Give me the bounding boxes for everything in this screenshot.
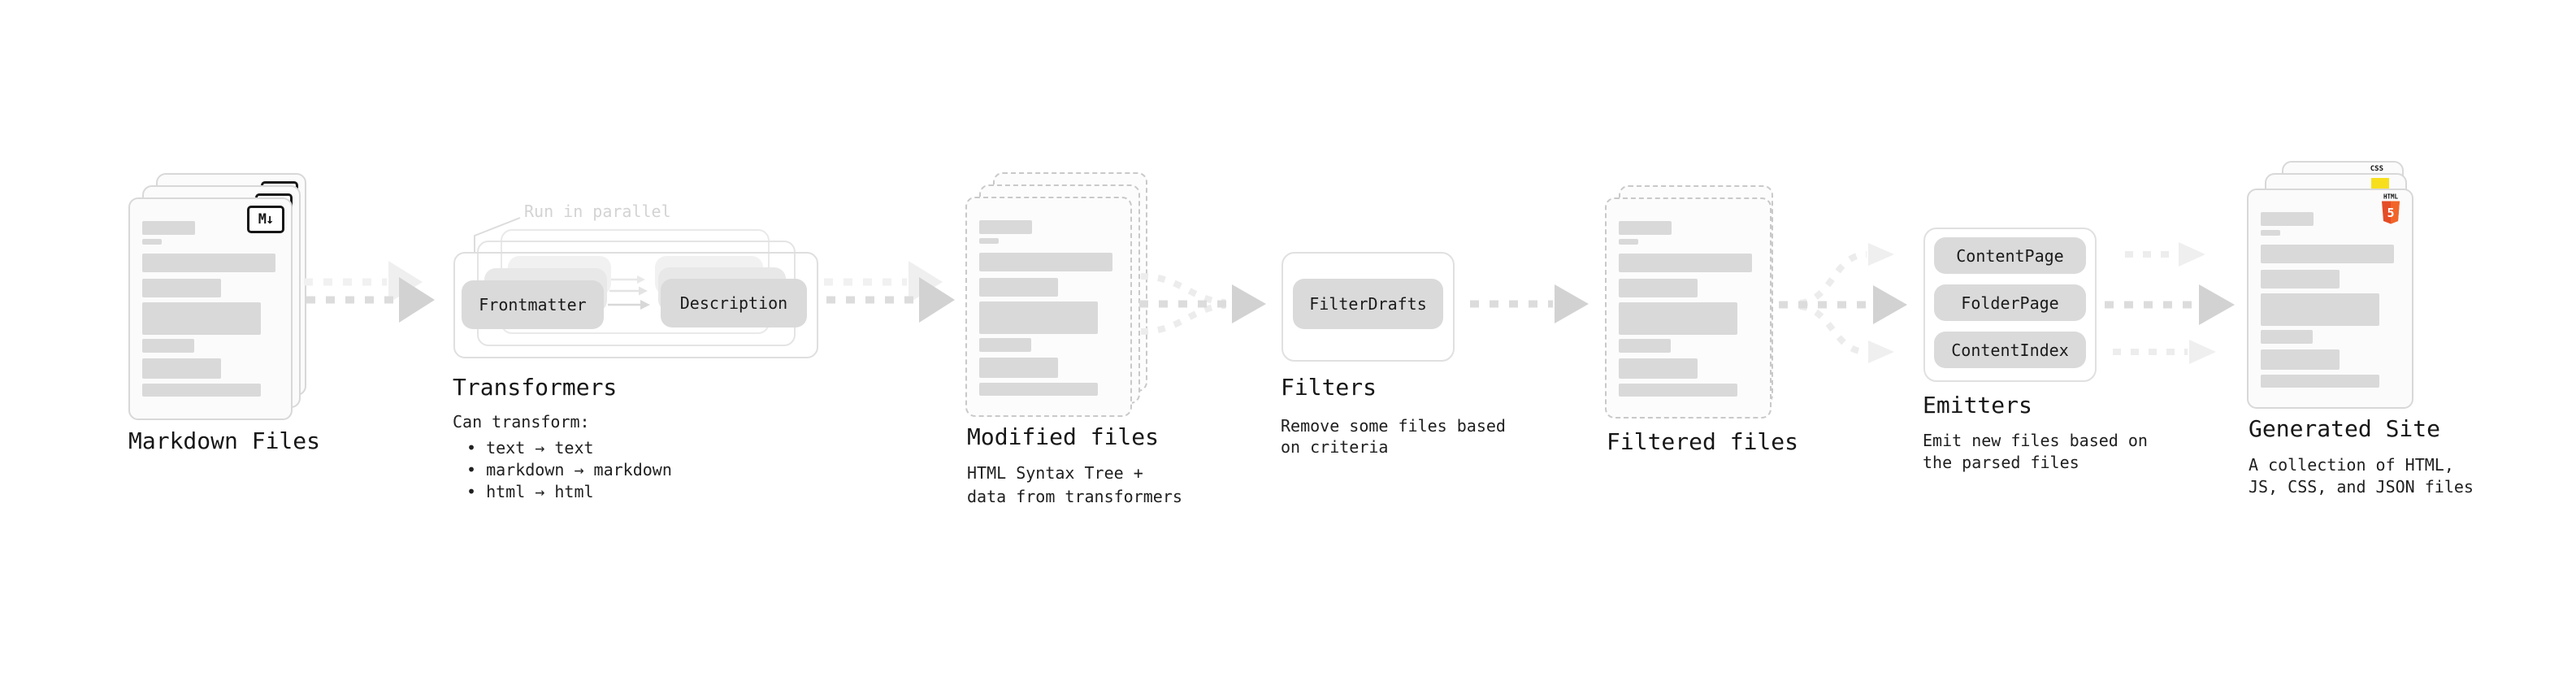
placeholder-content <box>1619 221 1770 417</box>
transform-bullet: • markdown → markdown <box>466 460 672 479</box>
filtered-files-label: Filtered files <box>1607 428 1799 455</box>
placeholder-text-bar <box>1619 358 1698 379</box>
markdown-file-card-front: M↓ <box>128 197 293 420</box>
placeholder-text-bar <box>2261 293 2379 326</box>
placeholder-text-bar <box>979 278 1058 297</box>
filters-description: Remove some files based on criteria <box>1281 415 1506 458</box>
placeholder-text-bar <box>2261 330 2313 344</box>
generated-site-label: Generated Site <box>2249 415 2441 442</box>
transform-bullet: • html → html <box>466 482 594 501</box>
placeholder-text-bar <box>979 253 1112 271</box>
description-line: data from transformers <box>967 487 1182 506</box>
placeholder-text-bar <box>1619 302 1737 335</box>
transform-step-arrows <box>608 275 650 310</box>
css-badge-text: CSS <box>2370 165 2383 173</box>
js-file-icon <box>2371 178 2389 189</box>
transformers-description: Can transform: • text → text • markdown … <box>453 411 672 503</box>
placeholder-text-bar <box>2261 375 2379 388</box>
placeholder-text-bar <box>979 238 999 244</box>
description-line: the parsed files <box>1923 453 2079 472</box>
arrow-modified-to-filters-merge <box>1139 273 1266 335</box>
placeholder-text-bar <box>2261 245 2394 263</box>
placeholder-content <box>142 221 291 419</box>
placeholder-text-bar <box>142 239 162 245</box>
description-line: on criteria <box>1281 437 1389 457</box>
placeholder-text-bar <box>1619 254 1752 272</box>
filters-title: Filters <box>1281 374 1377 401</box>
can-transform-heading: Can transform: <box>453 412 590 432</box>
transform-bullet: • text → text <box>466 438 594 458</box>
placeholder-text-bar <box>1619 384 1737 397</box>
contentpage-node: ContentPage <box>1934 237 2086 274</box>
placeholder-text-bar <box>979 383 1098 396</box>
placeholder-text-bar <box>979 358 1058 378</box>
transformer-instance-box-front <box>453 252 818 358</box>
placeholder-text-bar <box>1619 339 1671 353</box>
generated-html-file-card: HTML 5 <box>2247 189 2413 409</box>
description-line: A collection of HTML, <box>2249 455 2454 475</box>
placeholder-text-bar <box>142 254 275 272</box>
placeholder-text-bar <box>2261 270 2340 288</box>
arrow-filtered-to-emitters-fanout <box>1779 243 1907 363</box>
placeholder-text-bar <box>142 221 195 235</box>
emitters-description: Emit new files based on the parsed files <box>1923 430 2148 474</box>
placeholder-text-bar <box>142 302 261 335</box>
placeholder-text-bar <box>1619 279 1698 297</box>
svg-text:HTML: HTML <box>2383 193 2399 201</box>
svg-text:5: 5 <box>2387 206 2394 220</box>
transformers-title: Transformers <box>453 374 618 401</box>
placeholder-text-bar <box>142 384 261 397</box>
modified-file-card-front <box>965 197 1132 417</box>
annotation-callout-line <box>474 217 521 252</box>
placeholder-text-bar <box>979 301 1098 334</box>
placeholder-text-bar <box>979 338 1031 352</box>
contentindex-node: ContentIndex <box>1934 332 2086 368</box>
markdown-files-label: Markdown Files <box>128 427 321 454</box>
placeholder-content <box>979 220 1130 415</box>
placeholder-text-bar <box>142 339 194 353</box>
html5-icon: HTML 5 <box>2382 193 2400 224</box>
placeholder-text-bar <box>979 220 1032 234</box>
arrow-markdown-to-transformers <box>304 261 435 323</box>
placeholder-text-bar <box>2261 212 2314 226</box>
emitters-title: Emitters <box>1923 392 2032 419</box>
placeholder-text-bar <box>142 279 221 297</box>
filtered-file-card-front <box>1605 197 1772 419</box>
description-line: Remove some files based <box>1281 416 1506 436</box>
placeholder-content <box>2261 212 2412 407</box>
run-in-parallel-annotation: Run in parallel <box>524 202 671 221</box>
frontmatter-node: Frontmatter <box>462 280 604 329</box>
description-line: JS, CSS, and JSON files <box>2249 477 2474 497</box>
description-line: HTML Syntax Tree + <box>967 463 1143 483</box>
arrows-emitters-to-generated <box>2105 242 2235 364</box>
markdown-icon: M↓ <box>247 206 284 233</box>
generated-site-description: A collection of HTML, JS, CSS, and JSON … <box>2249 454 2474 498</box>
placeholder-text-bar <box>142 358 221 379</box>
filterdrafts-node: FilterDrafts <box>1293 279 1443 329</box>
description-node: Description <box>661 279 807 327</box>
placeholder-text-bar <box>1619 221 1672 235</box>
folderpage-node: FolderPage <box>1934 284 2086 321</box>
arrow-transformers-to-modified <box>824 261 955 323</box>
modified-files-description: HTML Syntax Tree + data from transformer… <box>967 462 1182 509</box>
placeholder-text-bar <box>2261 349 2340 370</box>
placeholder-text-bar <box>1619 239 1638 245</box>
arrow-filters-to-filtered <box>1470 284 1589 323</box>
description-line: Emit new files based on <box>1923 431 2148 450</box>
modified-files-label: Modified files <box>967 423 1160 450</box>
placeholder-text-bar <box>2261 230 2280 236</box>
